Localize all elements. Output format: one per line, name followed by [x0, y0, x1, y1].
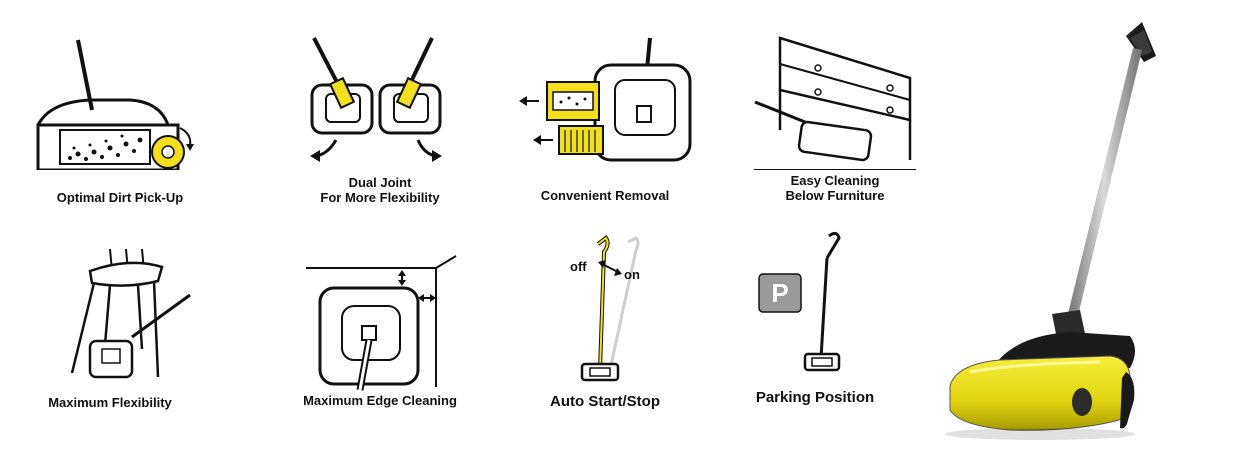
feature-parking-position: P Parking Position [755, 228, 895, 418]
caption-auto-start-stop: Auto Start/Stop [550, 393, 660, 410]
caption-dirt-pickup: Optimal Dirt Pick-Up [56, 190, 184, 205]
feature-dirt-pickup: Optimal Dirt Pick-Up [30, 30, 210, 210]
on-label: on [624, 267, 640, 282]
off-label: off [570, 259, 587, 274]
feature-auto-start-stop: off on Auto Start/Stop [540, 230, 680, 420]
caption-maximum-flexibility: Maximum Flexibility [48, 395, 172, 410]
product-image [930, 0, 1260, 456]
furniture-icon [754, 36, 916, 170]
caption-edge-cleaning: Maximum Edge Cleaning [303, 393, 457, 408]
feature-convenient-removal: Convenient Removal [515, 30, 695, 210]
electric-broom-icon [945, 22, 1156, 440]
caption-parking-position: Parking Position [755, 389, 875, 406]
parking-sign-letter: P [771, 278, 789, 308]
caption-dual-joint: Dual Joint For More Flexibility [320, 175, 440, 205]
feature-maximum-flexibility: Maximum Flexibility [30, 245, 210, 425]
chair-icon [70, 248, 191, 379]
parking-sign-icon [758, 231, 841, 372]
feature-dual-joint: Dual Joint For More Flexibility [300, 30, 460, 210]
sweeper-cutaway-icon [36, 39, 194, 170]
feature-below-furniture: Easy Cleaning Below Furniture [750, 30, 920, 210]
auto-start-icon [580, 235, 640, 382]
caption-below-furniture: Easy Cleaning Below Furniture [785, 173, 885, 203]
caption-convenient-removal: Convenient Removal [540, 188, 670, 203]
edge-icon [306, 255, 457, 391]
feature-edge-cleaning: Maximum Edge Cleaning [300, 252, 470, 432]
dual-joint-icon [310, 37, 442, 162]
removal-icon [519, 37, 692, 162]
